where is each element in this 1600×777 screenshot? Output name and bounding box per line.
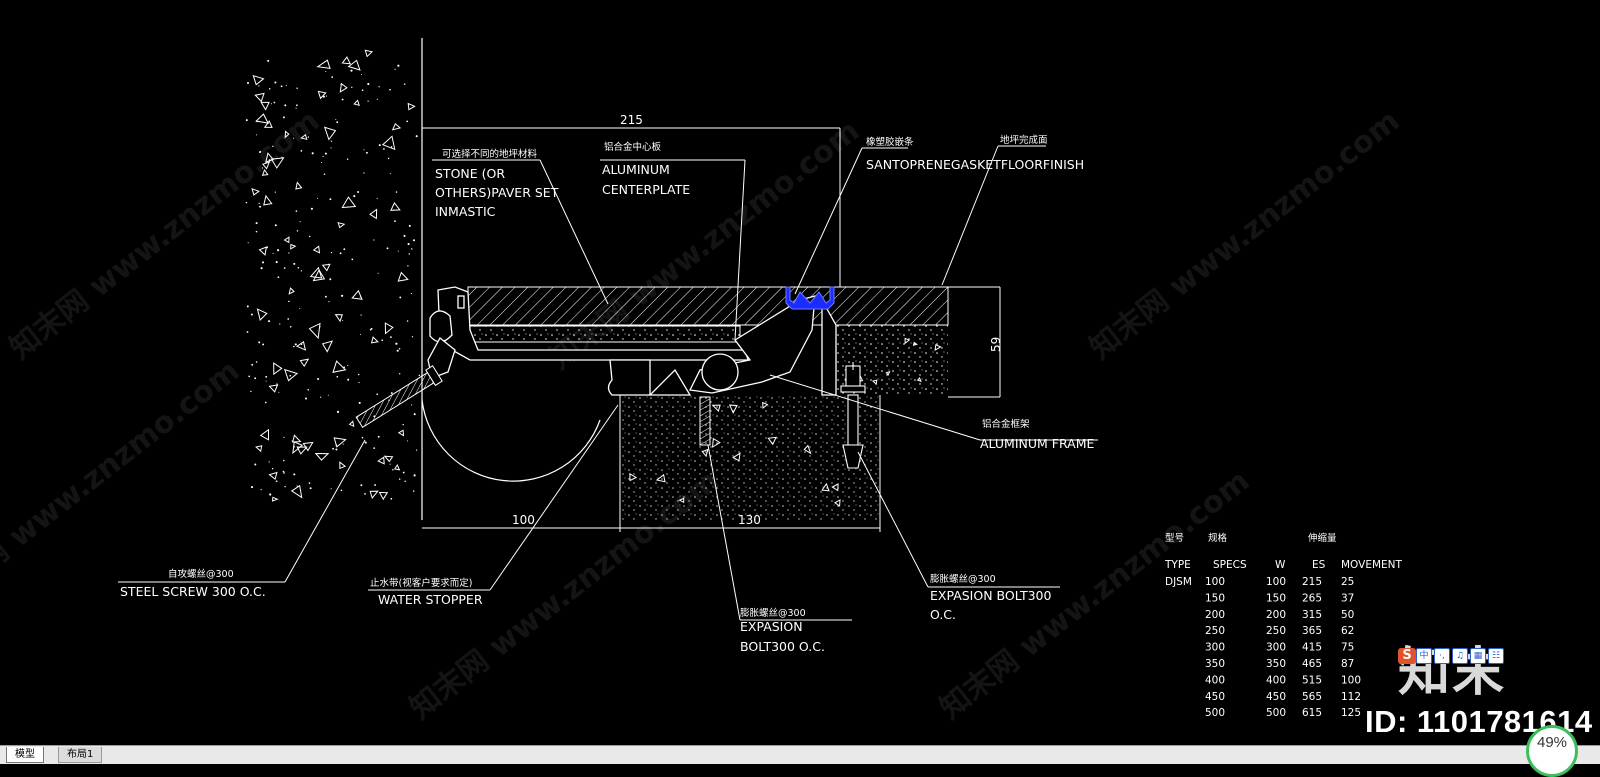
screw-label-cn: 自攻螺丝@300 [168, 568, 234, 580]
bolt-left-label-line1: EXPASION [740, 619, 803, 634]
table-cell: 500 [1266, 707, 1286, 719]
tab-layout1[interactable]: 布局1 [58, 747, 103, 763]
stone-label-cn: 可选择不同的地坪材料 [442, 148, 538, 160]
gasket-label-en: SANTOPRENEGASKETFLOORFINISH [866, 157, 1084, 172]
table-cell: 350 [1205, 658, 1225, 670]
table-cell: 215 [1302, 576, 1322, 588]
layout-tab-bar: 模型 布局1 [0, 745, 1600, 764]
watermark: 知末网 www.znzmo.com [3, 103, 326, 366]
table-cell: 75 [1341, 642, 1354, 654]
table-cell: 250 [1266, 625, 1286, 637]
bolt-right-label-cn: 膨胀螺丝@300 [930, 573, 996, 585]
floor-finish [467, 286, 1000, 398]
table-cell: 37 [1341, 592, 1354, 604]
leader-lines [118, 145, 1098, 621]
table-cell: 62 [1341, 625, 1354, 637]
table-header: SPECS [1213, 559, 1247, 571]
tab-model[interactable]: 模型 [6, 747, 44, 763]
table-cell: 250 [1205, 625, 1225, 637]
spec-table: 型号 规格 伸缩量 TYPE SPECS W ES MOVEMENT DJSM 1… [1164, 532, 1403, 719]
table-header: TYPE [1164, 559, 1191, 571]
watermark: 知末网 www.znzmo.com [1083, 103, 1406, 366]
frame-label-en: ALUMINUM FRAME [980, 436, 1094, 451]
table-cell: 400 [1266, 674, 1286, 686]
water-label-cn: 止水带(视客户要求而定) [370, 577, 472, 589]
stone-label-line1: STONE (OR [435, 166, 505, 181]
table-cell: 150 [1205, 592, 1225, 604]
table-cell: DJSM [1165, 576, 1192, 588]
concrete-wall [245, 38, 423, 520]
table-cell: 515 [1302, 674, 1322, 686]
mic-icon[interactable]: ♫ [1452, 648, 1468, 664]
table-cell: 615 [1302, 707, 1322, 719]
bolt-right-label-line1: EXPASION BOLT300 [930, 588, 1052, 603]
dim-215: 215 [620, 113, 643, 127]
table-cell: 265 [1302, 592, 1322, 604]
table-cell: 465 [1302, 658, 1322, 670]
table-cell: 300 [1205, 642, 1225, 654]
table-cell: 87 [1341, 658, 1354, 670]
zoom-percent: 49% [1536, 734, 1568, 751]
santoprene-gasket [785, 286, 835, 310]
dim-59: 59 [989, 337, 1003, 352]
grid-icon[interactable]: ☷ [1488, 648, 1504, 664]
ime-punct-button[interactable]: ·, [1434, 648, 1450, 664]
centerplate-label-line1: ALUMINUM [602, 162, 670, 177]
zoom-gauge[interactable]: 49% [1526, 725, 1578, 777]
table-cell: 100 [1266, 576, 1286, 588]
table-cn-header: 型号 [1165, 533, 1184, 544]
table-cell: 365 [1302, 625, 1322, 637]
table-header: ES [1312, 559, 1326, 571]
table-cell: 200 [1266, 609, 1286, 621]
table-cell: 100 [1205, 576, 1225, 588]
water-label-en: WATER STOPPER [378, 592, 483, 607]
table-cell: 500 [1205, 707, 1225, 719]
concrete-slab [620, 325, 948, 520]
keyboard-icon[interactable]: ▦ [1470, 648, 1486, 664]
finish-label-cn: 地坪完成面 [1000, 134, 1048, 146]
brand-logo: 知末 [1398, 643, 1507, 703]
table-header: MOVEMENT [1341, 559, 1403, 571]
table-cell: 565 [1302, 691, 1322, 703]
table-cell: 100 [1341, 674, 1361, 686]
ime-toolbar[interactable]: 中 ·, ♫ ▦ ☷ [1416, 648, 1504, 664]
table-cell: 112 [1341, 691, 1361, 703]
expansion-bolt-right [840, 362, 866, 469]
table-cn-header: 伸缩量 [1308, 532, 1337, 544]
steel-screw [355, 365, 443, 429]
stone-label-line2: OTHERS)PAVER SET [435, 185, 559, 200]
dim-130: 130 [738, 513, 761, 527]
aluminum-frame [427, 286, 837, 396]
table-cell: 350 [1266, 658, 1286, 670]
bolt-right-label-line2: O.C. [930, 607, 956, 622]
brand-badge-icon: S [1398, 648, 1416, 664]
table-cell: 450 [1266, 691, 1286, 703]
table-cell: 25 [1341, 576, 1354, 588]
centerplate-label-cn: 铝合金中心板 [604, 141, 662, 153]
table-cn-header: 规格 [1208, 532, 1228, 544]
expansion-bolt-left [699, 396, 711, 446]
stone-label-line3: INMASTIC [435, 204, 496, 219]
gasket-label-cn: 橡塑胶嵌条 [866, 136, 914, 148]
dim-100: 100 [512, 513, 535, 527]
ime-lang-button[interactable]: 中 [1416, 648, 1432, 664]
cad-drawing-canvas[interactable]: 知末网 www.znzmo.com 知末网 www.znzmo.com 知末网 … [0, 0, 1600, 745]
water-stopper [421, 399, 601, 482]
table-cell: 50 [1341, 609, 1354, 621]
table-cell: 150 [1266, 592, 1286, 604]
table-header: W [1275, 559, 1286, 571]
screw-label-en: STEEL SCREW 300 O.C. [120, 584, 266, 599]
frame-label-cn: 铝合金框架 [982, 418, 1030, 430]
bolt-left-label-cn: 膨胀螺丝@300 [740, 607, 806, 619]
dimension-lines [422, 127, 1001, 532]
bolt-left-label-line2: BOLT300 O.C. [740, 639, 825, 654]
table-cell: 415 [1302, 642, 1322, 654]
table-cell: 200 [1205, 609, 1225, 621]
table-cell: 400 [1205, 674, 1225, 686]
centerplate-label-line2: CENTERPLATE [602, 182, 690, 197]
table-cell: 125 [1341, 707, 1361, 719]
table-cell: 450 [1205, 691, 1225, 703]
table-cell: 300 [1266, 642, 1286, 654]
table-cell: 315 [1302, 609, 1322, 621]
